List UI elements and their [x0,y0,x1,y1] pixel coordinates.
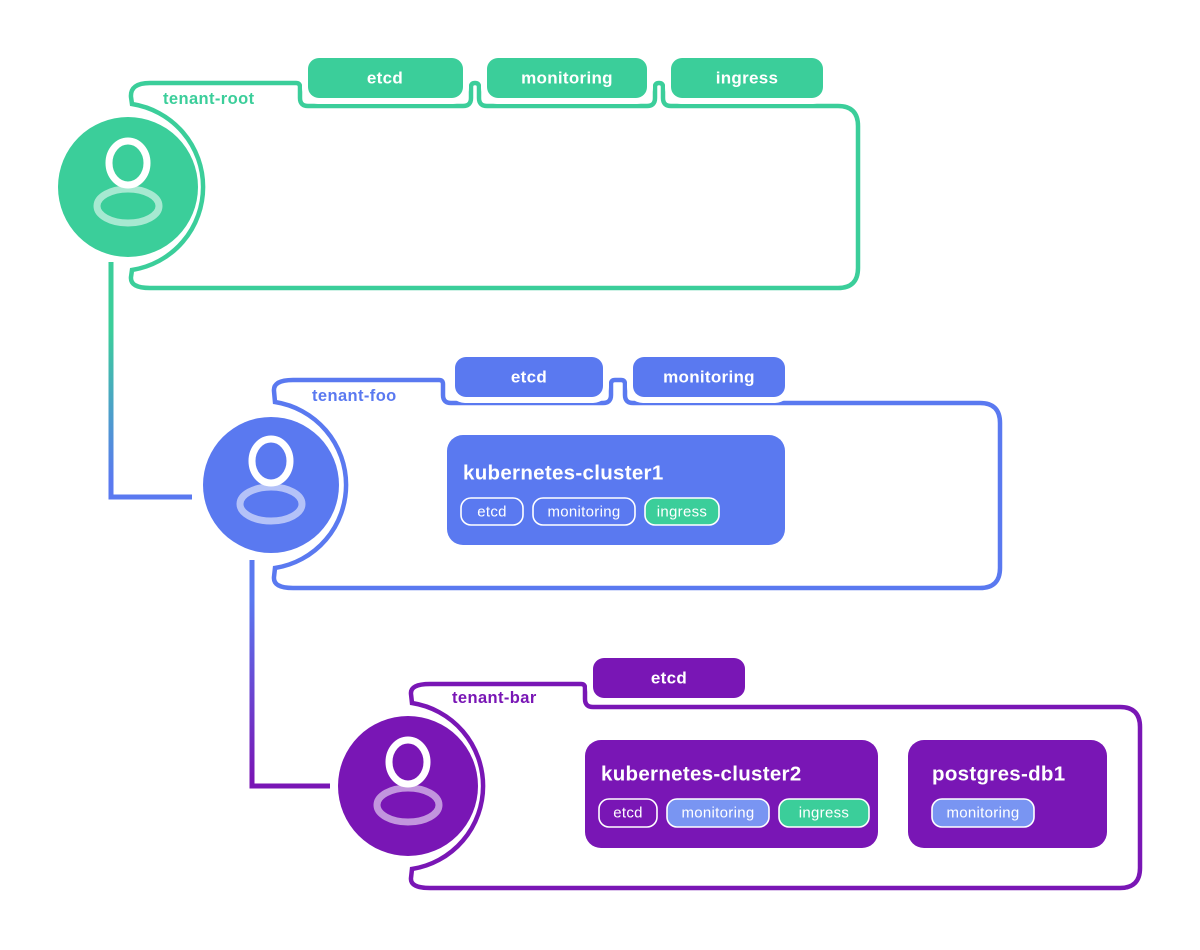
namespace-pill: etcd [449,351,609,403]
tenant-foo-container [271,377,1003,591]
person-icon [338,716,478,856]
tenant-foo-label: tenant-foo [312,387,397,405]
workload-tag: ingress [657,504,707,521]
pill-label: etcd [367,69,403,88]
workload-title: kubernetes-cluster1 [463,462,664,485]
tenant-root-group: tenant-root etcd monitoring ingress [58,52,861,291]
tenant-foo-group: tenant-foo etcd monitoring kubernetes-cl… [203,351,1003,591]
pill-label: monitoring [521,69,613,88]
pill-label: ingress [716,69,779,88]
connector-root-to-foo [108,262,192,500]
workload-title: postgres-db1 [932,763,1065,786]
pill-label: monitoring [663,368,755,387]
namespace-pill: monitoring [627,351,791,403]
workload-box: postgres-db1 monitoring [908,740,1107,848]
connector-foo-to-bar [249,560,330,789]
tenant-root-label: tenant-root [163,90,255,108]
pill-label: etcd [651,669,687,688]
workload-tag: monitoring [946,805,1019,822]
workload-tag: etcd [477,504,507,521]
person-icon [58,117,198,257]
workload-tag: monitoring [547,504,620,521]
pill-label: etcd [511,368,547,387]
workload-box: kubernetes-cluster2 etcd monitoring ingr… [585,740,878,848]
workload-tag: etcd [613,805,643,822]
tenant-root-container [128,80,861,291]
workload-tag: monitoring [681,805,754,822]
tenant-bar-group: tenant-bar etcd kubernetes-cluster2 etcd… [338,652,1143,891]
namespace-pill: etcd [587,652,751,704]
workload-tag: ingress [799,805,849,822]
tenant-bar-label: tenant-bar [452,689,537,707]
namespace-pill: etcd [302,52,469,104]
person-icon [203,417,339,553]
namespace-pill: ingress [665,52,829,104]
workload-title: kubernetes-cluster2 [601,763,802,786]
namespace-pill: monitoring [481,52,653,104]
workload-box: kubernetes-cluster1 etcd monitoring ingr… [447,435,785,545]
tenant-bar-container [408,681,1143,891]
